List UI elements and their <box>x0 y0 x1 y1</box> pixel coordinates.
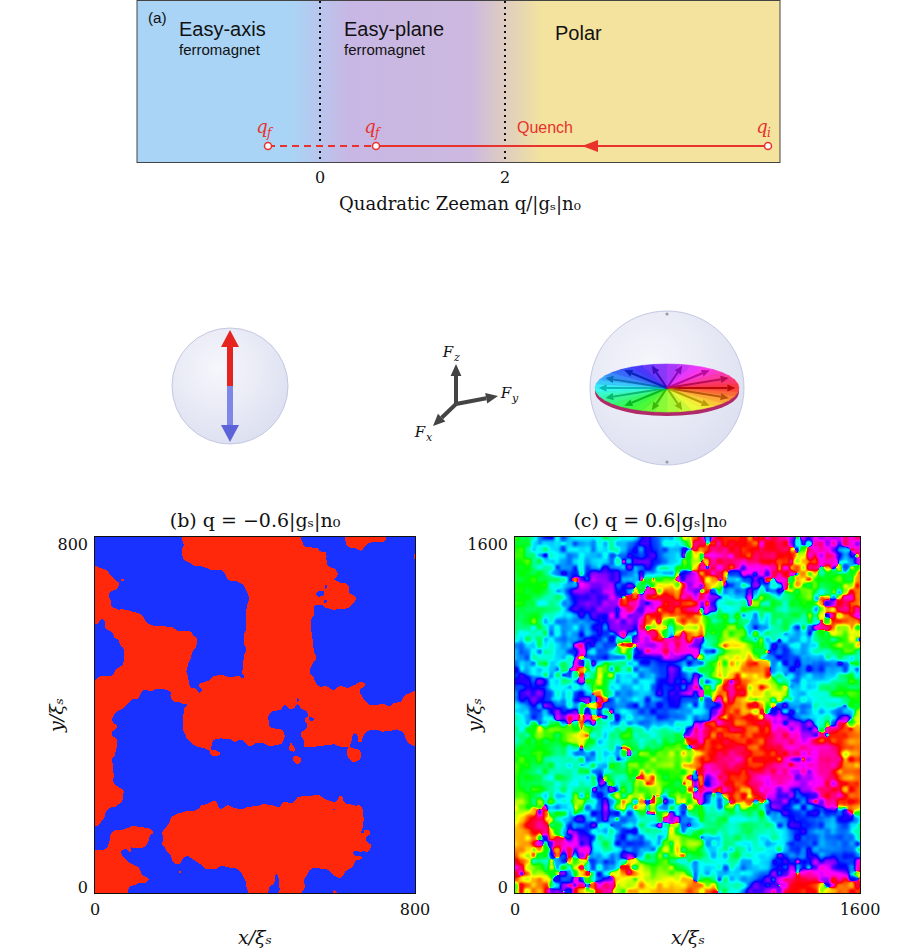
point-label: q <box>364 118 376 136</box>
figure-path <box>652 402 659 411</box>
tick-label: 800 <box>400 902 431 918</box>
tick-label: 0 <box>78 880 88 896</box>
figure-path <box>675 402 682 411</box>
figure-path <box>605 393 613 400</box>
figure-path <box>624 399 633 406</box>
tick-label: 800 <box>57 537 88 553</box>
subscript: y <box>512 393 518 404</box>
figure-path <box>227 344 233 386</box>
domain-map <box>515 537 860 893</box>
figure-path <box>720 393 728 400</box>
phase-name: Polar <box>555 22 776 45</box>
phase-band: Easy-planeferromagnet <box>320 0 505 72</box>
figure-circle <box>590 311 744 465</box>
figure-line <box>504 1 506 162</box>
tick-label: 2 <box>500 170 510 186</box>
figure-path <box>442 404 456 418</box>
figure-circle <box>265 143 272 150</box>
figure-path <box>599 384 607 391</box>
figure-path <box>667 388 702 403</box>
figure-circle <box>666 313 669 316</box>
arrow-label: Quench <box>517 120 573 136</box>
figure-path <box>613 388 667 397</box>
figure-path <box>720 376 728 383</box>
axis-label: Quadratic Zeeman q/|gₛ|n₀ <box>339 195 581 213</box>
panel-title: (c) q = 0.6|gₛ|n₀ <box>573 511 726 530</box>
figure-rect <box>95 537 416 894</box>
figure-path <box>485 393 498 404</box>
domain-map <box>95 537 415 893</box>
axis-label: x/ξₛ <box>671 928 705 947</box>
figure-path <box>433 414 445 426</box>
phase-band: Polar <box>505 0 780 72</box>
subscript: z <box>454 352 460 363</box>
figure-path <box>624 370 633 377</box>
figure-path <box>582 140 598 152</box>
figure-circle <box>373 143 380 150</box>
figure-path <box>727 384 735 391</box>
figure-circle <box>765 143 772 150</box>
phase-name: Easy-plane <box>344 18 501 41</box>
figure-path <box>268 145 376 147</box>
phase-band: Easy-axisferromagnet <box>137 0 320 72</box>
figure-path <box>701 370 710 377</box>
figure-path <box>701 399 710 406</box>
figure-path <box>667 388 678 404</box>
phase-subtitle: ferromagnet <box>344 41 501 58</box>
tick-label: 1600 <box>467 537 508 553</box>
figure-line <box>319 1 321 162</box>
point-label: q <box>256 118 268 136</box>
tick-label: 0 <box>90 902 100 918</box>
tick-label: 1600 <box>840 902 881 918</box>
figure-path <box>675 366 682 375</box>
axis-label: x/ξₛ <box>238 928 272 947</box>
figure-circle <box>666 461 669 464</box>
figure-path <box>451 364 462 376</box>
axis-name: F <box>443 345 453 360</box>
figure-path <box>667 379 721 388</box>
figure-path <box>376 145 768 147</box>
axis-label: y/ξₛ <box>47 698 66 732</box>
figure-circle <box>172 328 288 444</box>
point-label: q <box>756 118 768 136</box>
phase-name: Easy-axis <box>179 18 316 41</box>
subscript: x <box>426 432 432 443</box>
figure-path <box>456 398 486 404</box>
figure-path <box>227 386 233 428</box>
figure-path <box>605 376 613 383</box>
figure-path <box>221 330 239 347</box>
phase-bar: (a)Easy-axisferromagnetEasy-planeferroma… <box>137 0 780 58</box>
figure-path <box>652 366 659 375</box>
figure-path <box>632 373 667 388</box>
axis-name: F <box>501 386 511 401</box>
phase-subtitle: ferromagnet <box>179 41 316 58</box>
tick-label: 0 <box>510 902 520 918</box>
subscript: f <box>375 127 379 139</box>
axis-name: F <box>415 425 425 440</box>
tick-label: 0 <box>315 170 325 186</box>
panel-title: (b) q = −0.6|gₛ|n₀ <box>170 511 341 530</box>
tick-label: 0 <box>498 880 508 896</box>
subscript: f <box>267 127 271 139</box>
figure-path <box>454 376 458 404</box>
figure-rect <box>137 1 780 163</box>
figure-rect <box>515 537 861 894</box>
subscript: i <box>767 127 771 139</box>
figure-path <box>221 425 239 442</box>
figure-path <box>656 372 667 388</box>
axis-label: y/ξₛ <box>465 698 484 732</box>
